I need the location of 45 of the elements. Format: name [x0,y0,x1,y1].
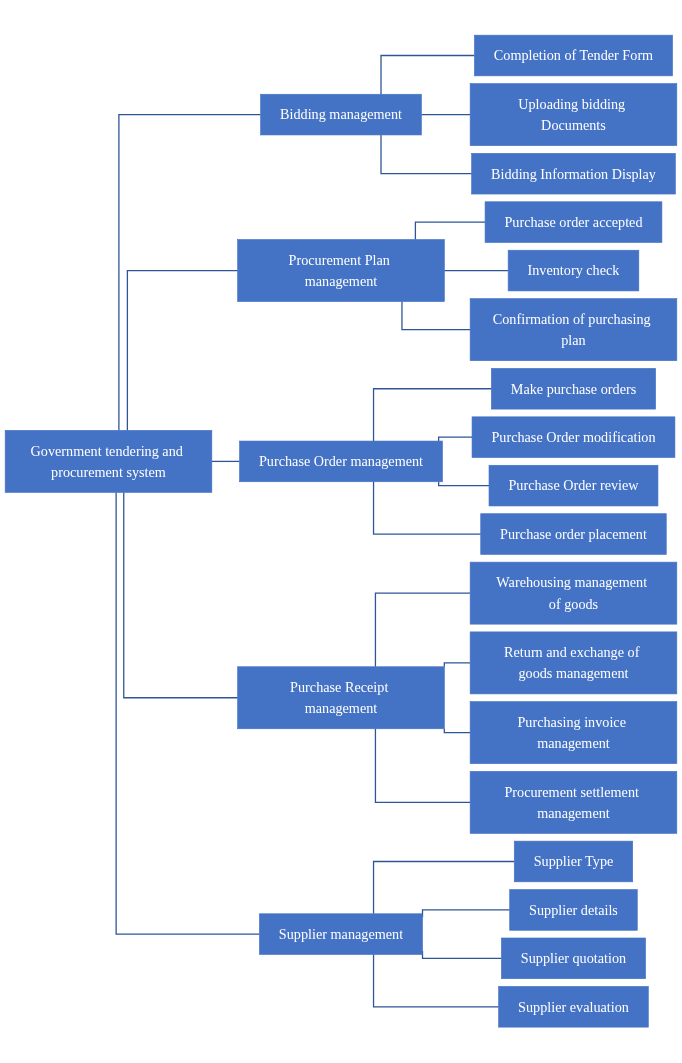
connector [414,221,486,241]
connector [401,301,471,331]
connector [372,861,515,915]
node-box: Purchase order placement [480,513,667,556]
connector [372,388,493,443]
connector [380,134,473,175]
connector [374,592,471,668]
node-box: Completion of Tender Form [474,35,673,77]
node-box: Inventory check [507,250,640,292]
node-box: Purchasing invoice management [469,701,678,765]
connector [118,114,262,432]
connector [372,481,482,536]
connector [211,461,241,463]
connector [438,436,473,443]
connector [123,492,239,699]
node-box: Bidding Information Display [471,153,676,195]
node-box: Supplier details [509,889,638,931]
node-box: Purchase Order modification [471,416,676,459]
node-box: Warehousing management of goods [469,562,678,625]
node-box: Supplier evaluation [498,986,649,1028]
connector [420,114,471,116]
connector [443,728,471,734]
connector [380,55,476,96]
node-box: Procurement Plan management [237,239,445,303]
node-box: Purchase Receipt management [237,666,445,730]
connector [438,481,490,487]
node-box: Purchase Order review [488,465,659,507]
node-box: Make purchase orders [491,368,656,410]
node-box: Return and exchange of goods management [469,631,678,695]
node-box: Purchase order accepted [484,201,663,244]
connector [115,492,261,936]
connector [372,954,500,1008]
connector [374,728,471,804]
node-box: Purchase Order management [239,441,443,483]
node-box: Supplier Type [513,841,633,883]
connector [443,662,471,668]
node-box: Government tendering and procurement system [4,430,213,494]
node-box: Bidding management [260,94,422,136]
node-box: Uploading bidding Documents [469,83,678,147]
connector [126,270,239,432]
node-box: Supplier quotation [501,938,646,980]
node-box: Supplier management [259,913,423,956]
node-box: Confirmation of purchasing plan [469,298,678,362]
node-box: Procurement settlement management [469,771,678,835]
connector [443,270,509,272]
